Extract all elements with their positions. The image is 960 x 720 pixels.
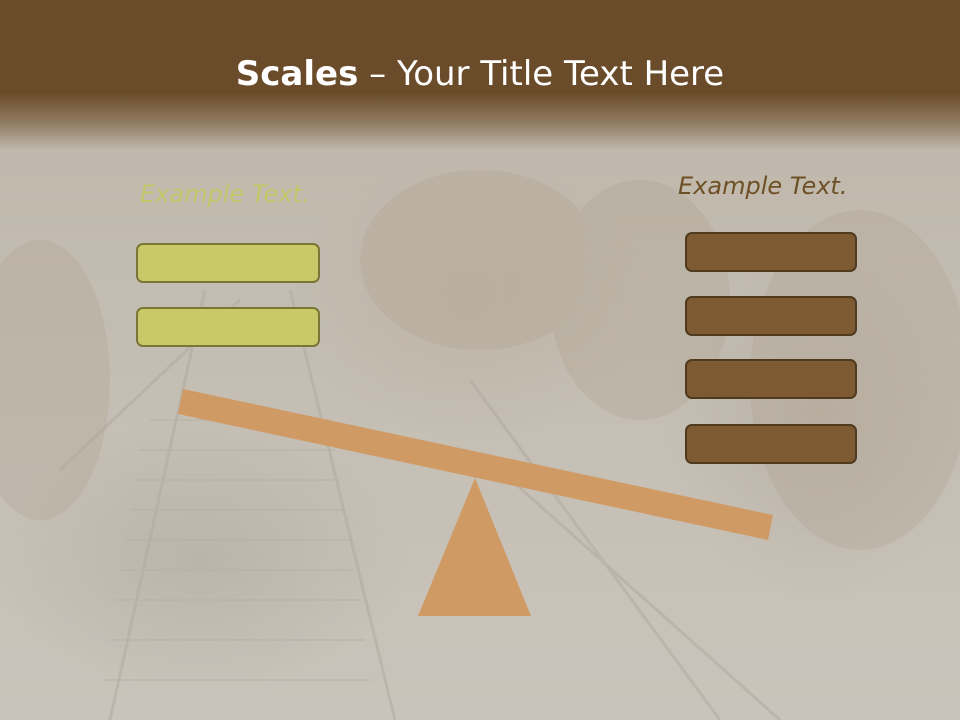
left-box-2 (136, 307, 320, 347)
title-bold-part: Scales (235, 54, 359, 94)
right-box-4 (685, 424, 857, 464)
left-box-1 (136, 243, 320, 283)
title-bar (0, 0, 960, 150)
scale-beam (178, 389, 773, 540)
slide-title: Scales – Your Title Text Here (0, 52, 960, 96)
left-example-text: Example Text. (140, 180, 310, 208)
scale-fulcrum (418, 478, 531, 616)
right-box-2 (685, 296, 857, 336)
right-box-3 (685, 359, 857, 399)
right-example-text: Example Text. (678, 172, 848, 200)
title-rest-part: – Your Title Text Here (358, 54, 725, 94)
right-box-1 (685, 232, 857, 272)
